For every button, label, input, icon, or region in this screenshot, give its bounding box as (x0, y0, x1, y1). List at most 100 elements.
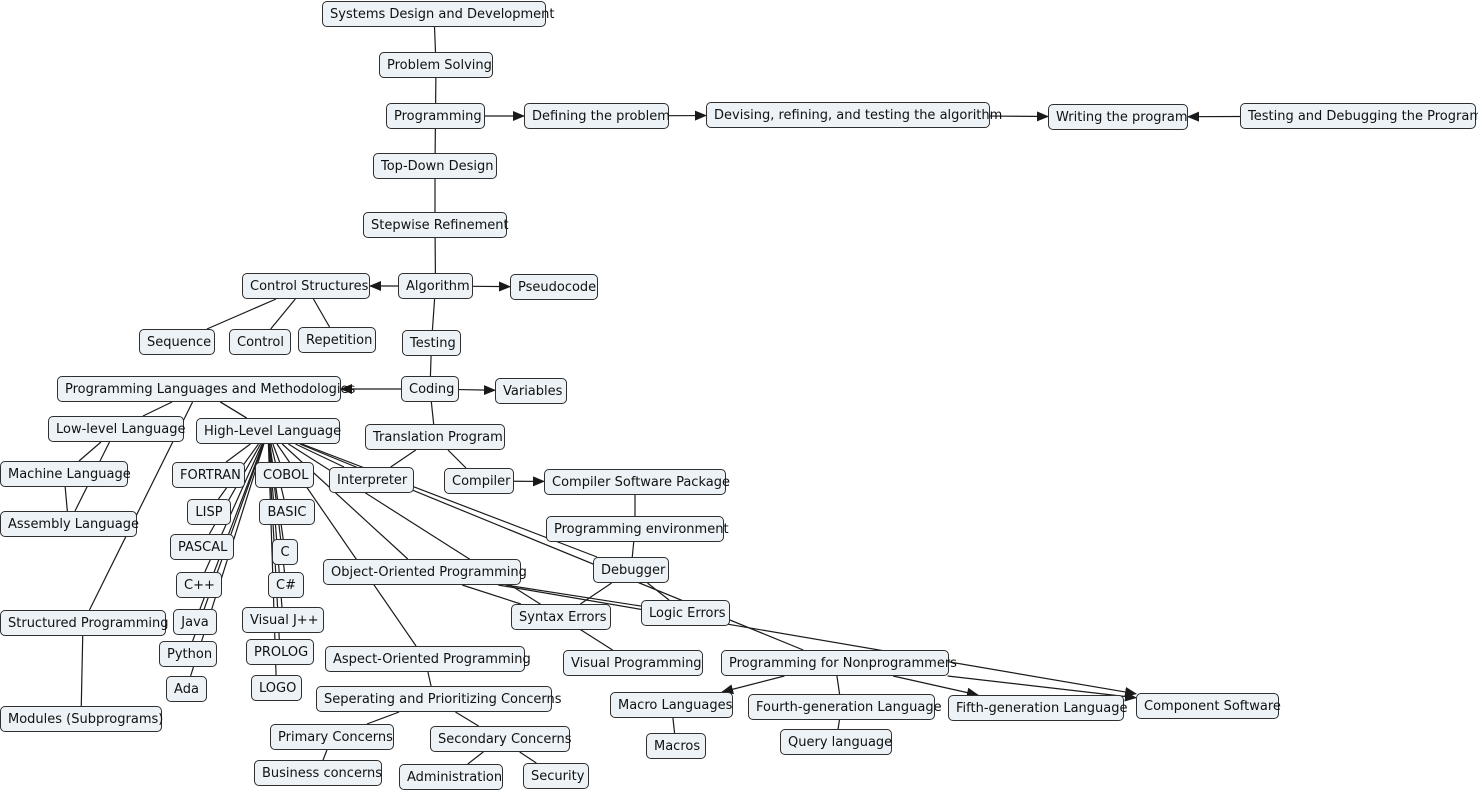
concept-node-spc[interactable]: Seperating and Prioritizing Concerns (316, 686, 562, 712)
link-cs-ctrl (270, 298, 296, 330)
link-alg-test (431, 298, 436, 331)
concept-node-aop[interactable]: Aspect-Oriented Programming (325, 646, 531, 672)
concept-node-figl[interactable]: Fifth-generation Language (948, 695, 1128, 721)
concept-node-macros[interactable]: Macros (646, 733, 706, 759)
concept-node-admin[interactable]: Administration (399, 764, 503, 790)
concept-node-oop[interactable]: Object-Oriented Programming (323, 559, 527, 585)
link-cs-rep (312, 298, 331, 328)
link-test-coding (429, 355, 432, 377)
link-lll-ml (78, 441, 102, 462)
concept-node-al[interactable]: Assembly Language (0, 511, 139, 537)
link-oop-logic (505, 584, 642, 607)
concept-node-pfn[interactable]: Programming for Nonprogrammers (721, 650, 957, 676)
concept-node-vj[interactable]: Visual J++ (242, 607, 324, 633)
link-hll-fortran (225, 443, 251, 463)
link-sp-mods (80, 635, 84, 707)
concept-node-tdp[interactable]: Testing and Debugging the Program (1240, 103, 1478, 129)
concept-node-ml[interactable]: Machine Language (0, 461, 131, 487)
concept-node-lisp[interactable]: LISP (187, 499, 231, 525)
link-cs-seq (206, 298, 277, 330)
link-sdd-ps (433, 26, 437, 53)
concept-node-csp[interactable]: Compiler Software Package (544, 469, 730, 495)
concept-node-wtp[interactable]: Writing the program (1048, 104, 1188, 130)
link-oop-syn (461, 584, 522, 605)
concept-node-cswr[interactable]: Component Software (1136, 693, 1281, 719)
concept-node-cs[interactable]: Control Structures (242, 273, 370, 299)
concept-node-interp[interactable]: Interpreter (329, 467, 414, 493)
concept-node-vp[interactable]: Visual Programming (563, 650, 703, 676)
concept-node-prog[interactable]: Programming (386, 103, 485, 129)
link-sc-admin (467, 751, 484, 765)
concept-node-coding[interactable]: Coding (401, 376, 459, 402)
link-spc-pc (366, 711, 400, 725)
concept-node-ps[interactable]: Problem Solving (379, 52, 493, 78)
concept-node-pseudo[interactable]: Pseudocode (510, 274, 598, 300)
concept-node-c[interactable]: C (272, 539, 298, 565)
concept-node-fortran[interactable]: FORTRAN (172, 462, 245, 488)
link-dbg-logic (647, 582, 670, 601)
concept-node-sec[interactable]: Security (523, 763, 589, 789)
concept-node-dbg[interactable]: Debugger (593, 557, 669, 583)
concept-node-ql[interactable]: Query language (780, 729, 892, 755)
concept-node-prolog[interactable]: PROLOG (246, 639, 314, 665)
concept-node-plm[interactable]: Programming Languages and Methodologies (57, 376, 355, 402)
concept-node-cobol[interactable]: COBOL (255, 462, 314, 488)
concept-node-penv[interactable]: Programming environment (546, 516, 729, 542)
link-pfn-figl (892, 675, 979, 698)
concept-node-swr[interactable]: Stepwise Refinement (363, 212, 509, 238)
concept-node-ctrl[interactable]: Control (229, 329, 291, 355)
link-aop-spc (427, 671, 432, 687)
concept-node-mods[interactable]: Modules (Subprograms) (0, 706, 163, 732)
concept-node-tp[interactable]: Translation Program (365, 424, 505, 450)
concept-node-comp[interactable]: Compiler (444, 468, 514, 494)
concept-node-hll[interactable]: High-Level Language (196, 418, 341, 444)
concept-node-java[interactable]: Java (173, 609, 217, 635)
concept-node-logic[interactable]: Logic Errors (641, 600, 730, 626)
concept-node-logo[interactable]: LOGO (251, 675, 302, 701)
link-ml-al (64, 486, 68, 512)
link-coding-vars (458, 385, 496, 396)
link-sc-sec (519, 751, 537, 764)
concept-node-vars[interactable]: Variables (495, 378, 567, 404)
concept-node-bc[interactable]: Business concerns (254, 760, 382, 786)
link-pfn-fgl (836, 675, 841, 695)
concept-node-pascal[interactable]: PASCAL (170, 534, 234, 560)
link-pfn-cswr (947, 675, 1137, 702)
concept-node-fgl[interactable]: Fourth-generation Language (748, 694, 942, 720)
concept-node-sp[interactable]: Structured Programming (0, 610, 168, 636)
concept-node-rep[interactable]: Repetition (298, 327, 376, 353)
link-pfn-macrol (721, 675, 785, 695)
concept-node-syn[interactable]: Syntax Errors (511, 604, 611, 630)
concept-node-dtp[interactable]: Defining the problem (524, 103, 670, 129)
link-hll-cobol (272, 443, 281, 463)
link-pc-bc (322, 749, 328, 761)
link-plm-hll (220, 401, 247, 419)
link-plm-lll (142, 401, 173, 417)
concept-node-seq[interactable]: Sequence (139, 329, 215, 355)
concept-node-tdd[interactable]: Top-Down Design (373, 153, 497, 179)
concept-node-lll[interactable]: Low-level Language (48, 416, 186, 442)
link-oop-cswr (498, 584, 1137, 697)
concept-node-ada[interactable]: Ada (166, 676, 207, 702)
concept-node-python[interactable]: Python (159, 641, 217, 667)
concept-node-basic[interactable]: BASIC (259, 499, 315, 525)
link-hll-interp (295, 443, 345, 468)
concept-node-sc[interactable]: Secondary Concerns (430, 726, 572, 752)
concept-node-macrol[interactable]: Macro Languages (610, 692, 733, 718)
link-hll-ada (190, 443, 265, 677)
link-penv-dbg (631, 541, 635, 558)
concept-node-csharp[interactable]: C# (268, 572, 304, 598)
link-coding-tp (430, 401, 435, 425)
concept-node-sdd[interactable]: Systems Design and Development (322, 1, 555, 27)
concept-node-drt[interactable]: Devising, refining, and testing the algo… (706, 102, 1002, 128)
concept-node-alg[interactable]: Algorithm (398, 273, 473, 299)
link-macrol-macros (672, 717, 676, 734)
concept-node-cpp[interactable]: C++ (176, 572, 222, 598)
link-tp-comp (447, 449, 467, 469)
concept-node-test[interactable]: Testing (402, 330, 461, 356)
link-fgl-ql (837, 719, 841, 730)
link-spc-sc (455, 711, 479, 727)
concept-node-pc[interactable]: Primary Concerns (270, 724, 394, 750)
link-tp-interp (390, 449, 417, 468)
